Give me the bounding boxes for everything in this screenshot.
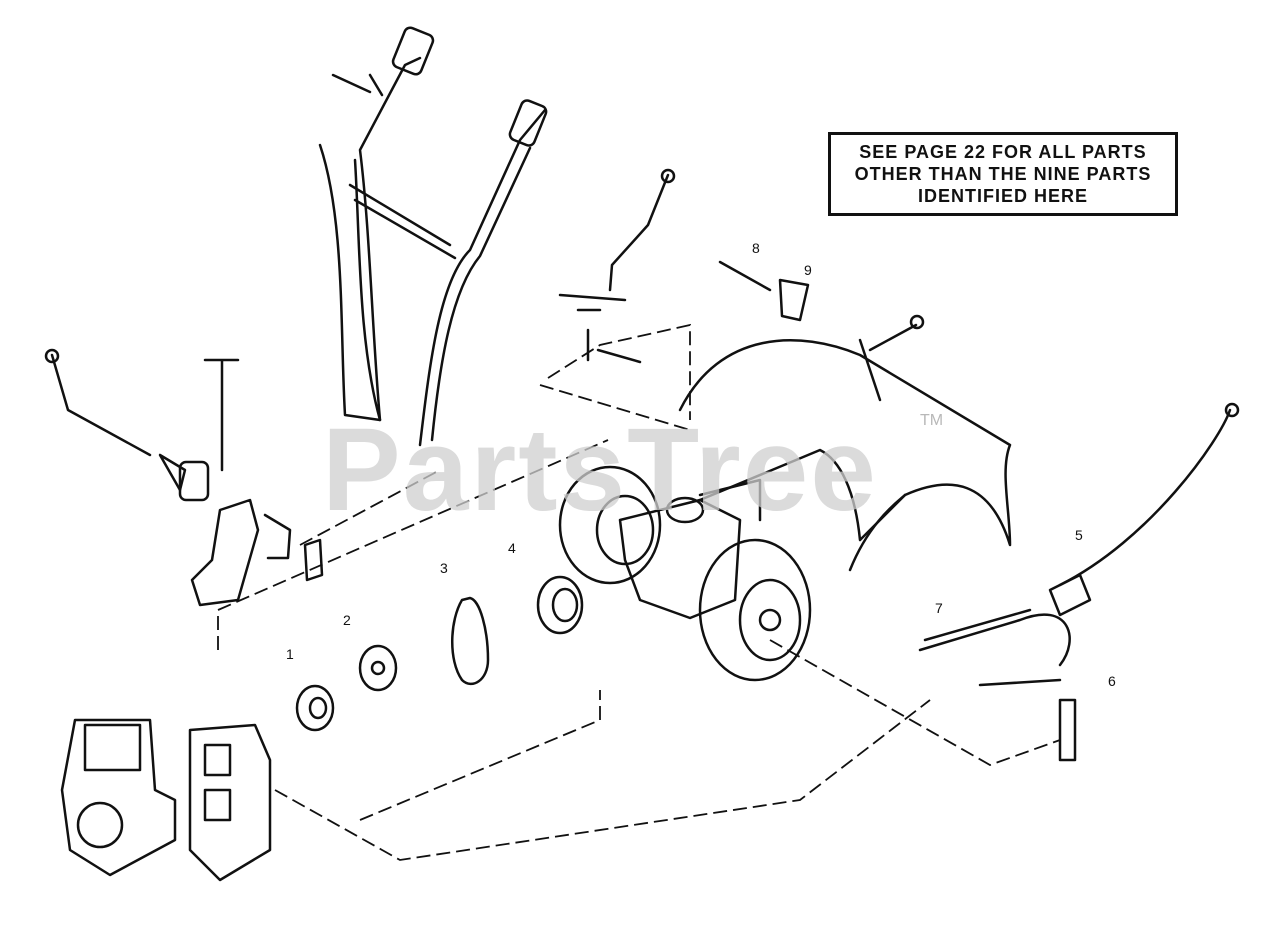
callout-2[interactable]: 2 [343, 612, 351, 628]
pulley-1 [295, 684, 335, 732]
drag-bar-assembly [918, 402, 1240, 762]
watermark-trademark: TM [920, 412, 944, 429]
left-control-linkage [44, 348, 324, 607]
transmission-housing [618, 478, 762, 620]
callout-8[interactable]: 8 [752, 240, 760, 256]
wheel-left [558, 465, 662, 585]
callout-6[interactable]: 6 [1108, 673, 1116, 689]
wheel-right [698, 538, 812, 682]
pulley-2 [358, 644, 398, 692]
pulley-4 [536, 575, 584, 635]
belt-3 [451, 596, 490, 686]
callout-5[interactable]: 5 [1075, 527, 1083, 543]
top-clutch-linkage [558, 168, 810, 364]
note-line-2: OTHER THAN THE NINE PARTS [854, 164, 1152, 184]
callout-1[interactable]: 1 [286, 646, 294, 662]
callout-4[interactable]: 4 [508, 540, 516, 556]
note-line-1: SEE PAGE 22 FOR ALL PARTS [859, 142, 1147, 162]
handlebar-assembly [318, 26, 548, 447]
callout-9[interactable]: 9 [804, 262, 812, 278]
tine-shield [678, 314, 1012, 572]
note-box: SEE PAGE 22 FOR ALL PARTS OTHER THAN THE… [828, 132, 1178, 216]
watermark: PartsTree [322, 404, 878, 536]
callout-3[interactable]: 3 [440, 560, 448, 576]
engine [60, 718, 272, 882]
note-line-3: IDENTIFIED HERE [917, 186, 1088, 206]
leader-lines [217, 323, 1061, 861]
callout-7[interactable]: 7 [935, 600, 943, 616]
